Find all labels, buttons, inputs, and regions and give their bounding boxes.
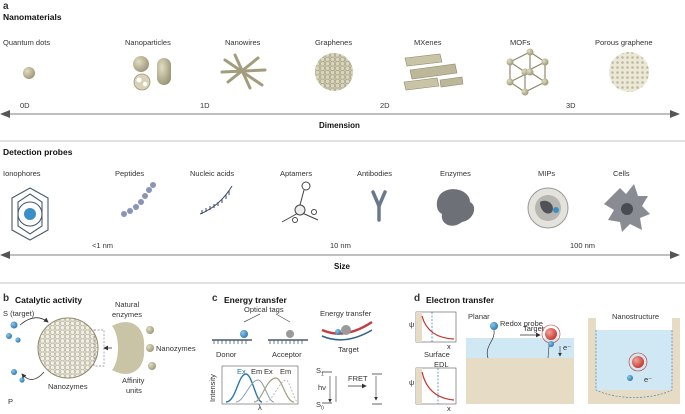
size-axis	[0, 251, 680, 259]
x-label-2: x	[447, 404, 451, 413]
dimension-axis-label: Dimension	[319, 121, 360, 130]
mip-icon	[527, 187, 569, 229]
acceptor-label: Acceptor	[272, 350, 302, 359]
electron-label-2: e⁻	[644, 375, 653, 384]
electron-transfer-diagram	[415, 311, 680, 405]
dimension-2d: 2D	[380, 101, 390, 110]
nanomaterial-label-quantum-dots: Quantum dots	[3, 38, 51, 47]
intensity-label: Intensity	[208, 374, 217, 402]
probe-label-enzymes: Enzymes	[440, 169, 471, 178]
natural-enzymes-label-2: enzymes	[112, 310, 143, 319]
probe-label-antibodies: Antibodies	[357, 169, 393, 178]
s0-symbol: S	[316, 400, 322, 409]
catalysis-diagram	[6, 317, 156, 383]
nanomaterial-label-mofs: MOFs	[510, 38, 531, 47]
electron-transfer-title: Electron transfer	[426, 295, 495, 305]
s1-subscript: 1	[321, 371, 324, 378]
s1-symbol: S	[316, 366, 322, 375]
energy-transfer-label: Energy transfer	[320, 309, 372, 318]
ex-label-2: Ex	[264, 367, 273, 376]
product-label: P	[8, 397, 14, 406]
probe-label-ionophores: Ionophores	[3, 169, 41, 178]
dimension-0d: 0D	[20, 101, 30, 110]
surface-label: Surface	[424, 350, 450, 359]
s0-label: S0	[316, 400, 324, 412]
size-lt1nm: <1 nm	[92, 241, 114, 250]
catalytic-activity-title: Catalytic activity	[15, 295, 83, 305]
nanoparticles-icon	[133, 56, 171, 91]
lambda-label: λ	[258, 403, 262, 412]
dimension-1d: 1D	[200, 101, 210, 110]
size-100nm: 100 nm	[570, 241, 596, 250]
edl-label: EDL	[434, 360, 449, 369]
planar-label: Planar	[468, 312, 490, 321]
s1-label: S1	[316, 366, 324, 378]
porous-graphene-icon	[609, 52, 649, 92]
panel-d-letter: d	[414, 293, 421, 304]
size-10nm: 10 nm	[330, 241, 351, 250]
dimension-axis	[0, 110, 680, 118]
mxenes-icon	[403, 53, 464, 91]
affinity-units-label-2: units	[126, 386, 142, 395]
quantum-dot-icon	[23, 67, 35, 79]
nanomaterials-title: Nanomaterials	[3, 12, 62, 22]
em-label-1: Em	[251, 367, 263, 376]
nanomaterial-label-nanoparticles: Nanoparticles	[125, 38, 171, 47]
cell-icon	[604, 184, 650, 232]
peptide-icon	[121, 182, 156, 217]
redox-probe-label: Redox probe	[500, 319, 543, 328]
panel-b-letter: b	[3, 293, 10, 304]
psi-label-2: ψ	[409, 378, 415, 387]
nanomaterial-label-nanowires: Nanowires	[225, 38, 261, 47]
energy-transfer-title: Energy transfer	[224, 295, 287, 305]
aptamer-icon	[281, 181, 319, 223]
size-axis-label: Size	[334, 262, 351, 271]
em-label-2: Em	[280, 367, 292, 376]
energy-transfer-diagram	[212, 313, 382, 405]
ex-label-1: Ex	[237, 367, 246, 376]
target-label-d: Target	[523, 324, 544, 333]
donor-label: Donor	[216, 350, 237, 359]
nanozymes-label-right: Nanozymes	[156, 344, 196, 353]
natural-enzymes-label-1: Natural	[115, 300, 140, 309]
dimension-3d: 3D	[566, 101, 576, 110]
probe-label-peptides: Peptides	[115, 169, 145, 178]
probe-label-nucleic-acids: Nucleic acids	[190, 169, 235, 178]
nanomaterial-label-graphenes: Graphenes	[315, 38, 353, 47]
electron-label-1: e⁻	[563, 343, 572, 352]
ionophore-icon	[11, 187, 49, 241]
nanowires-icon	[220, 53, 267, 90]
panel-a-letter: a	[3, 1, 9, 12]
enzyme-icon	[436, 189, 475, 226]
affinity-units-label-1: Affinity	[122, 376, 145, 385]
psi-label-1: ψ	[409, 320, 415, 329]
hv-label: hν	[318, 383, 326, 392]
x-label-1: x	[447, 342, 451, 351]
fret-label: FRET	[348, 374, 368, 383]
probe-label-cells: Cells	[613, 169, 630, 178]
optical-tags-label: Optical tags	[244, 305, 284, 314]
nanomaterial-label-porous-graphene: Porous graphene	[595, 38, 653, 47]
panel-c-letter: c	[212, 293, 218, 304]
probe-label-mips: MIPs	[538, 169, 556, 178]
nanozymes-label-left: Nanozymes	[48, 382, 88, 391]
mof-icon	[506, 48, 549, 96]
s-target-label: S (target)	[3, 309, 35, 318]
nucleic-acid-icon	[199, 185, 233, 215]
graphene-icon	[315, 53, 353, 91]
detection-probes-title: Detection probes	[3, 147, 73, 157]
nanomaterial-label-mxenes: MXenes	[414, 38, 442, 47]
s0-subscript: 0	[321, 405, 324, 412]
nanostructure-label: Nanostructure	[612, 312, 660, 321]
antibody-icon	[371, 190, 387, 222]
probe-label-aptamers: Aptamers	[280, 169, 313, 178]
target-label-c: Target	[338, 345, 359, 354]
